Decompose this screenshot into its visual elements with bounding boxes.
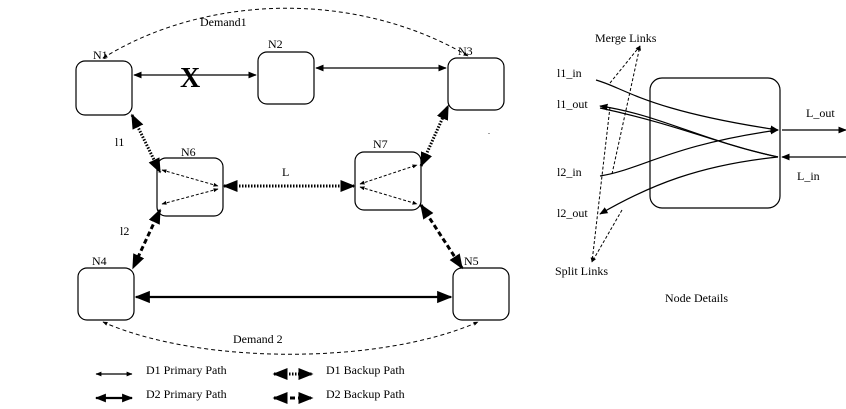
- node-details-panel: Merge Links Split Links Node Details l1_…: [555, 31, 846, 305]
- failure-mark: X: [180, 63, 200, 94]
- legend-d2-primary-label: D2 Primary Path: [146, 387, 227, 401]
- label-l1-in: l1_in: [557, 66, 582, 80]
- legend: D1 Primary Path D1 Backup Path D2 Primar…: [94, 363, 405, 404]
- split-link-2: [591, 209, 623, 263]
- label-n2: N2: [268, 37, 283, 51]
- node-n6: [156, 157, 224, 217]
- label-l2-out: l2_out: [557, 206, 588, 220]
- label-L-in: L_in: [797, 169, 820, 183]
- node-n4: [77, 267, 135, 321]
- label-n1: N1: [93, 48, 108, 62]
- flow-l1in-lout: [595, 79, 779, 133]
- label-node-details: Node Details: [665, 291, 728, 305]
- label-l1-out: l1_out: [557, 97, 588, 111]
- label-n6: N6: [181, 145, 196, 159]
- label-demand1: Demand1: [200, 15, 247, 29]
- label-L: L: [282, 165, 289, 179]
- label-merge-links: Merge Links: [595, 31, 657, 45]
- link-n7-n3: [419, 104, 450, 168]
- label-split-links: Split Links: [555, 264, 608, 278]
- label-n3: N3: [458, 44, 473, 58]
- n7-internal-upper: [359, 164, 418, 185]
- label-n4: N4: [92, 254, 107, 268]
- label-l1: l1: [115, 135, 124, 149]
- link-l2: [131, 208, 162, 270]
- label-L-out: L_out: [806, 106, 835, 120]
- flow-lin-l2out: [599, 156, 779, 215]
- link-l1: [130, 113, 162, 174]
- merge-link-2: [611, 45, 641, 175]
- detail-node-box: [649, 77, 781, 209]
- label-n7: N7: [373, 137, 388, 151]
- link-n7-n5: [419, 203, 464, 270]
- label-l2-in: l2_in: [557, 165, 582, 179]
- legend-d1-primary-label: D1 Primary Path: [146, 363, 227, 377]
- demand1-curve: [102, 7, 469, 59]
- flow-l2in-lout: [599, 127, 779, 177]
- label-demand2: Demand 2: [233, 332, 283, 346]
- node-n7: [354, 151, 422, 211]
- node-n3: [447, 57, 505, 111]
- flow-cross-1: [599, 107, 779, 158]
- node-n2: [257, 51, 315, 105]
- demand2-curve: [102, 321, 479, 355]
- stray-dot: .: [488, 127, 490, 136]
- merge-link-1: [609, 45, 641, 84]
- split-link-1: [590, 106, 611, 263]
- label-l2: l2: [120, 224, 129, 238]
- legend-d1-backup-label: D1 Backup Path: [326, 363, 405, 377]
- label-n5: N5: [464, 254, 479, 268]
- legend-d2-backup-label: D2 Backup Path: [326, 387, 405, 401]
- node-n5: [452, 267, 510, 321]
- node-n1: [75, 60, 133, 116]
